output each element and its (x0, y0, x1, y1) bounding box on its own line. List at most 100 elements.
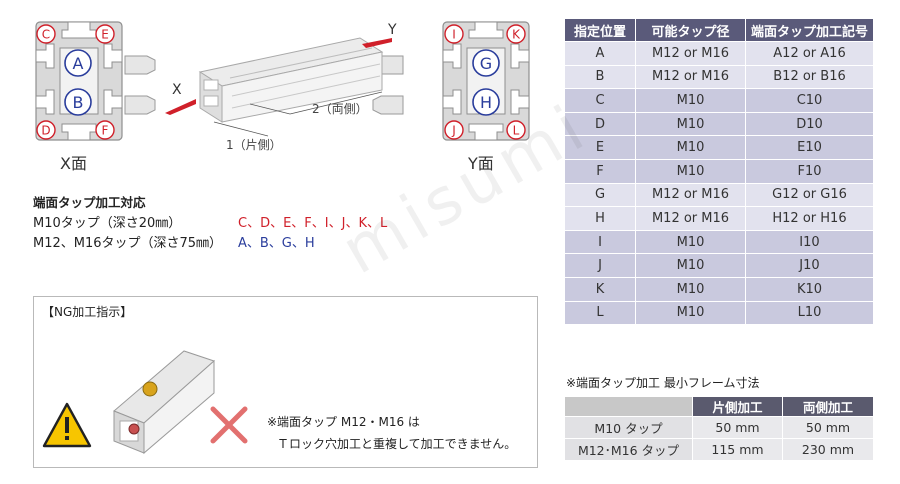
x-face-circle-f: F (95, 120, 115, 140)
cell-tap-size: M10 (635, 111, 746, 137)
cell-tap-size: M12 or M16 (635, 182, 746, 208)
y-face-circle-h: H (472, 88, 500, 116)
cell-both-sides: 50 mm (782, 416, 874, 439)
cell-position: A (564, 41, 636, 66)
cell-both-sides: 230 mm (782, 438, 874, 461)
table-header-row: 指定位置 可能タップ径 端面タップ加工記号 (564, 18, 874, 42)
tap-spec-m10-positions: C、D、E、F、I、J、K、L (238, 216, 388, 231)
y-face-circle-i: I (444, 24, 464, 44)
warning-triangle-icon (42, 402, 92, 448)
cell-tap-code: H12 or H16 (745, 206, 874, 231)
cell-position: K (564, 276, 636, 302)
header-position: 指定位置 (564, 18, 636, 42)
cell-tap-size: M12 or M16 (635, 64, 746, 90)
cross-mark-icon (210, 406, 248, 444)
svg-text:E: E (101, 28, 109, 42)
ng-extrusion-illustration (113, 350, 215, 455)
min-frame-header-row: 片側加工 両側加工 (564, 396, 874, 417)
y-face-circle-g: G (472, 49, 500, 77)
cell-position: J (564, 253, 636, 278)
cell-tap-type: M12･M16 タップ (564, 438, 693, 461)
cell-tap-size: M10 (635, 88, 746, 113)
cell-tap-code: B12 or B16 (745, 64, 874, 90)
header-tap-code: 端面タップ加工記号 (745, 18, 874, 42)
cell-position: G (564, 182, 636, 208)
cell-tap-code: L10 (745, 300, 874, 326)
cell-position: L (564, 300, 636, 326)
svg-text:L: L (513, 124, 520, 138)
ng-instruction-box: 【NG加工指示】 ※端面タップ M12・M16 は Ｔロック穴加工と重複して加工… (33, 296, 538, 468)
cell-tap-size: M10 (635, 158, 746, 184)
cell-tap-size: M10 (635, 229, 746, 255)
header-tap-size: 可能タップ径 (635, 18, 746, 42)
cell-tap-size: M10 (635, 253, 746, 278)
cell-tap-size: M10 (635, 300, 746, 326)
svg-text:I: I (452, 28, 456, 42)
cell-position: B (564, 64, 636, 90)
cell-tap-code: C10 (745, 88, 874, 113)
cell-position: I (564, 229, 636, 255)
cell-tap-type: M10 タップ (564, 416, 693, 439)
cell-tap-code: E10 (745, 135, 874, 160)
tap-spec-m12-positions: A、B、G、H (238, 236, 315, 251)
tap-support-title: 端面タップ加工対応 (33, 195, 146, 210)
x-face-circle-e: E (95, 24, 115, 44)
cell-tap-size: M12 or M16 (635, 206, 746, 231)
svg-text:K: K (512, 28, 521, 42)
svg-text:G: G (480, 54, 492, 73)
dimension-one-side: 1（片側） (226, 138, 282, 152)
min-frame-title: ※端面タップ加工 最小フレーム寸法 (566, 376, 760, 390)
cell-one-side: 50 mm (692, 416, 783, 439)
cell-tap-size: M12 or M16 (635, 41, 746, 66)
axis-x-label: X (172, 82, 182, 98)
ng-note-line-1: ※端面タップ M12・M16 は (267, 415, 420, 429)
cell-position: C (564, 88, 636, 113)
svg-text:B: B (73, 93, 84, 112)
x-face-label: X面 (60, 154, 87, 173)
x-face-circle-d: D (36, 120, 56, 140)
cell-tap-size: M10 (635, 135, 746, 160)
tap-spec-m10-label: M10タップ（深さ20㎜） (33, 216, 182, 231)
svg-text:H: H (480, 93, 492, 112)
dimension-lines (213, 91, 383, 137)
svg-text:F: F (102, 124, 109, 138)
extrusion-3d (198, 37, 384, 123)
ng-title: 【NG加工指示】 (42, 305, 133, 319)
tap-spec-m12-label: M12、M16タップ（深さ75㎜） (33, 236, 223, 251)
cell-position: H (564, 206, 636, 231)
cell-tap-code: I10 (745, 229, 874, 255)
cell-tap-code: F10 (745, 158, 874, 184)
axis-y-label: Y (388, 22, 397, 38)
x-face-circle-b: B (64, 88, 92, 116)
y-arrow-icon (362, 38, 392, 48)
cell-one-side: 115 mm (692, 438, 783, 461)
svg-text:D: D (41, 124, 50, 138)
y-face-circle-l: L (506, 120, 526, 140)
svg-text:J: J (451, 124, 456, 138)
header-both-sides: 両側加工 (782, 396, 874, 417)
cell-tap-code: J10 (745, 253, 874, 278)
cell-position: D (564, 111, 636, 137)
cell-tap-size: M10 (635, 276, 746, 302)
extrusion-figure: C E A B D F I K G H (35, 21, 530, 141)
svg-text:A: A (73, 54, 84, 73)
x-face-circle-a: A (64, 49, 92, 77)
cell-tap-code: G12 or G16 (745, 182, 874, 208)
x-face-circle-c: C (36, 24, 56, 44)
cell-tap-code: A12 or A16 (745, 41, 874, 66)
ng-note-line-2: Ｔロック穴加工と重複して加工できません。 (277, 437, 517, 451)
